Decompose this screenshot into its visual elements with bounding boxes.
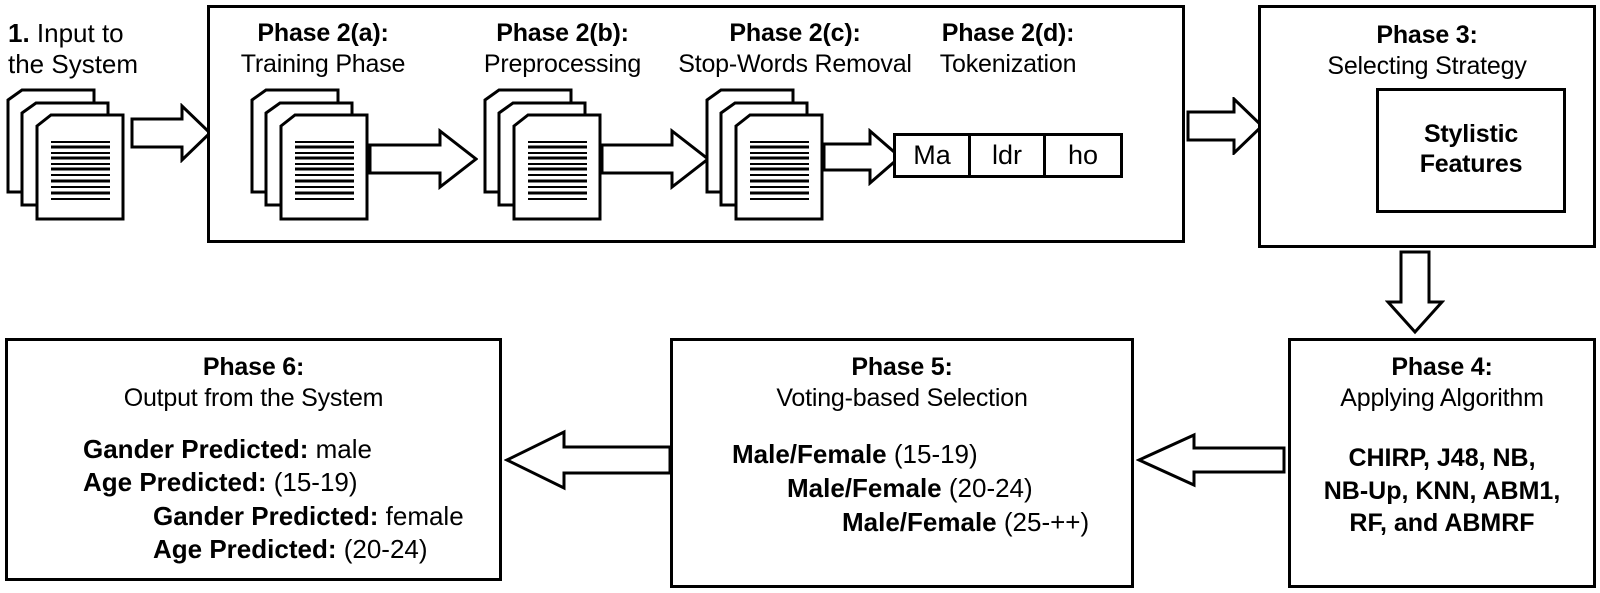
phase4-box <box>1288 338 1596 588</box>
phase5-row-1-value: (20-24) <box>941 472 1033 503</box>
stylistic-features-line1: Stylistic <box>1423 120 1519 148</box>
token-cell-2[interactable]: ho <box>1043 133 1123 178</box>
phase5-row-2: Male/Female (25-++) <box>670 506 1134 540</box>
phase4-title: Phase 4: Applying Algorithm <box>1288 352 1596 413</box>
phase6-row-0: Gander Predicted: male <box>5 433 502 466</box>
phase4-algorithms: CHIRP, J48, NB, NB-Up, KNN, ABM1, RF, an… <box>1288 442 1596 540</box>
arrow-phase2-to-phase3 <box>1186 95 1265 157</box>
arrow-preprocessing-to-stopwords <box>600 127 711 191</box>
phase6-row-1-value: (15-19) <box>266 467 358 498</box>
phase5-row-0: Male/Female (15-19) <box>670 438 1134 472</box>
phase6-row-0-label: Gander Predicted: <box>83 434 309 464</box>
document-stack-stopwords <box>705 88 850 226</box>
phase6-title: Phase 6: Output from the System <box>5 352 502 413</box>
input-title-line1: 1. Input to <box>8 18 124 48</box>
phase5-title-text: Phase 5: <box>851 353 953 381</box>
phase6-row-1-label: Age Predicted: <box>83 467 267 498</box>
phase6-box <box>5 338 502 581</box>
phase6-row-3-label: Age Predicted: <box>153 533 337 564</box>
phase6-row-2-value: female <box>378 500 464 531</box>
input-title-line2: the System <box>8 48 139 79</box>
phase2c-subtitle-text: Stop-Words Removal <box>678 49 912 78</box>
phase3-subtitle-text: Selecting Strategy <box>1327 51 1527 80</box>
document-stack-icon <box>250 88 369 221</box>
document-stack-icon <box>483 88 602 221</box>
phase5-box <box>670 338 1134 588</box>
stylistic-features-line2: Features <box>1419 149 1523 178</box>
phase4-algorithms-line2: NB-Up, KNN, ABM1, <box>1323 476 1561 505</box>
phase2b-title-text: Phase 2(b): <box>496 19 629 47</box>
document-stack-training <box>250 88 395 226</box>
phase6-row-0-value: male <box>308 434 372 464</box>
stylistic-features-box[interactable] <box>1376 88 1566 213</box>
phase3-title: Phase 3: Selecting Strategy <box>1258 20 1596 81</box>
phase5-row-2-label: Male/Female <box>842 506 997 537</box>
phase2b-subtitle-text: Preprocessing <box>483 49 642 78</box>
phase5-row-1-label: Male/Female <box>787 472 942 503</box>
phase2c-title: Phase 2(c): Stop-Words Removal <box>655 18 935 79</box>
phase5-subtitle-text: Voting-based Selection <box>776 383 1028 412</box>
phase5-row-1: Male/Female (20-24) <box>670 472 1134 506</box>
phase3-title-text: Phase 3: <box>1376 21 1478 49</box>
phase2d-subtitle-text: Tokenization <box>939 49 1077 78</box>
phase2a-title: Phase 2(a): Training Phase <box>218 18 428 79</box>
arrow-input-to-phase2 <box>130 102 213 164</box>
document-stack-input <box>6 88 151 226</box>
phase5-title: Phase 5: Voting-based Selection <box>670 352 1134 413</box>
arrow-training-to-preprocessing <box>368 127 479 191</box>
phase6-rows: Gander Predicted: male Age Predicted: (1… <box>5 433 502 566</box>
document-stack-preprocessing <box>483 88 628 226</box>
phase4-algorithms-line1: CHIRP, J48, NB, <box>1348 444 1536 472</box>
phase6-row-2: Gander Predicted: female <box>5 500 502 533</box>
phase2b-title: Phase 2(b): Preprocessing <box>455 18 670 79</box>
phase2a-subtitle-text: Training Phase <box>240 49 406 78</box>
phase2d-title-text: Phase 2(d): <box>941 19 1075 47</box>
phase2a-title-text: Phase 2(a): <box>257 19 389 47</box>
token-cell-1[interactable]: ldr <box>968 133 1046 178</box>
phase2d-title: Phase 2(d): Tokenization <box>908 18 1108 79</box>
phase5-row-2-value: (25-++) <box>996 506 1090 537</box>
document-stack-icon <box>6 88 125 221</box>
token-cell-0[interactable]: Ma <box>893 133 971 178</box>
phase6-row-1: Age Predicted: (15-19) <box>5 466 502 499</box>
arrow-phase4-to-phase5 <box>1135 432 1286 488</box>
phase6-subtitle-text: Output from the System <box>123 383 384 412</box>
arrow-phase5-to-phase6 <box>503 428 672 492</box>
phase5-row-0-label: Male/Female <box>732 439 887 469</box>
arrow-phase3-to-phase4 <box>1384 250 1446 335</box>
phase4-title-text: Phase 4: <box>1391 353 1493 381</box>
phase4-subtitle-text: Applying Algorithm <box>1340 383 1544 412</box>
phase5-row-0-value: (15-19) <box>886 439 978 469</box>
input-title: 1. Input to the System <box>0 18 190 79</box>
phase6-row-3: Age Predicted: (20-24) <box>5 533 502 566</box>
phase6-row-2-label: Gander Predicted: <box>153 500 379 531</box>
phase6-title-text: Phase 6: <box>202 353 305 381</box>
phase6-row-3-value: (20-24) <box>336 533 428 564</box>
phase2-container <box>207 5 1185 243</box>
phase4-algorithms-line3: RF, and ABMRF <box>1349 509 1535 537</box>
phase2c-title-text: Phase 2(c): <box>729 19 861 47</box>
stylistic-features-label: Stylistic Features <box>1376 120 1566 179</box>
phase5-rows: Male/Female (15-19) Male/Female (20-24) … <box>670 438 1134 539</box>
document-stack-icon <box>705 88 824 221</box>
arrow-stopwords-to-tokenization <box>822 127 903 187</box>
